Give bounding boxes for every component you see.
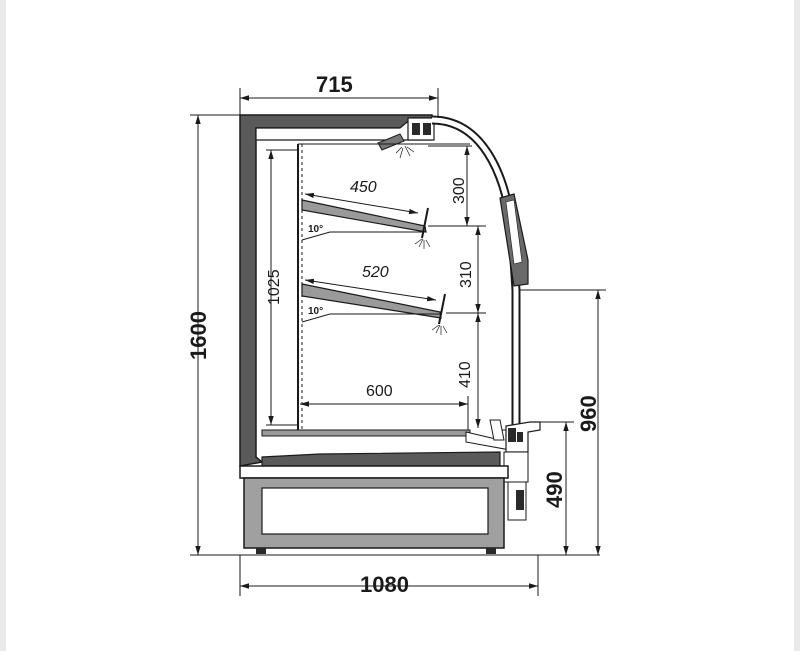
gap-dimension-lines — [428, 145, 486, 428]
inner-height-dimension — [266, 149, 298, 426]
front-base-unit — [503, 421, 541, 521]
bottom-deck — [261, 419, 511, 471]
dim-gap-bottom: 410 — [457, 361, 474, 388]
dim-shelf2-depth: 520 — [362, 264, 389, 281]
total-depth-dimension — [239, 554, 600, 596]
dim-total-depth: 1080 — [360, 572, 409, 597]
top-width-dimension — [239, 88, 439, 118]
right-margin-strip — [794, 0, 800, 651]
base-frame — [239, 465, 509, 554]
front-height-dimension — [520, 289, 606, 555]
dim-line-520 — [304, 278, 437, 302]
dim-gap-middle: 310 — [458, 261, 475, 288]
middle-shelf — [301, 283, 448, 335]
dim-base-height: 490 — [542, 471, 567, 508]
total-height-dimension — [190, 114, 240, 556]
dim-front-height: 960 — [576, 395, 601, 432]
dim-line-450 — [304, 192, 419, 215]
dim-shelf1-depth: 450 — [350, 179, 377, 196]
angle-upper-shelf: 10° — [308, 224, 323, 235]
dim-inner-height: 1025 — [266, 269, 283, 305]
curved-glass-front — [431, 115, 529, 430]
base-height-dimension — [540, 421, 574, 555]
dim-bottom-depth: 600 — [366, 383, 393, 400]
dim-gap-top: 300 — [451, 177, 468, 204]
left-margin-strip — [0, 0, 6, 651]
dim-total-height: 1600 — [186, 311, 211, 360]
angle-middle-shelf: 10° — [308, 306, 323, 317]
dim-top-width: 715 — [316, 72, 353, 97]
